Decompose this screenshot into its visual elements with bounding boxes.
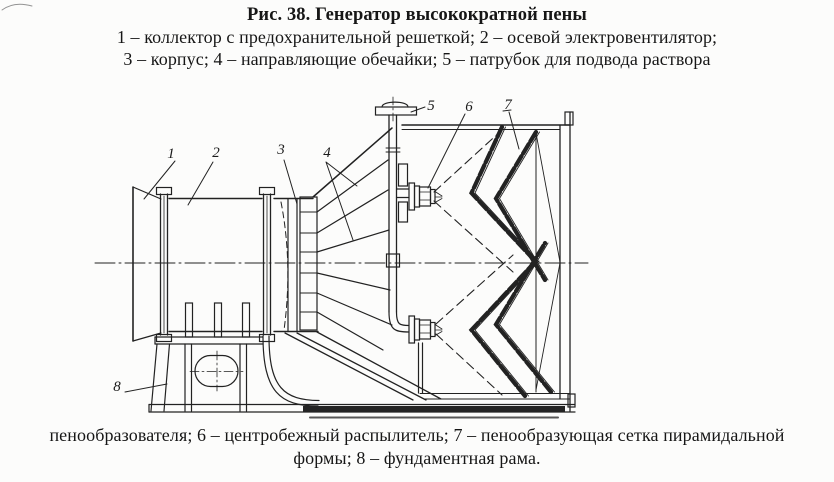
- corpus: [273, 197, 319, 333]
- guide-shells: [299, 159, 393, 351]
- figure-label-3: 3: [276, 142, 285, 158]
- inlet-flange: [155, 186, 173, 343]
- figure-label-5: 5: [427, 98, 435, 114]
- figure-label-4: 4: [323, 145, 331, 161]
- sprayer-upper: [395, 182, 443, 211]
- scan-artifact: [1, 3, 33, 11]
- solution-pipe: [374, 96, 424, 394]
- pipe-bracket-upper: [397, 163, 409, 187]
- sprayer-lower: [408, 315, 443, 344]
- frame-base-heavy-line: [303, 406, 565, 412]
- figure-caption-bottom: пенообразователя; 6 – центробежный распы…: [0, 424, 834, 469]
- figure-title: Рис. 38. Генератор высокократной пены: [247, 5, 587, 25]
- collector-bell: [132, 186, 162, 342]
- caption-bottom-line1: пенообразователя; 6 – центробежный распы…: [49, 425, 785, 445]
- caption-bottom-line2: формы; 8 – фундаментная рама.: [293, 447, 541, 468]
- label-leader-lines: [124, 106, 520, 393]
- frame-post-right: [239, 343, 248, 412]
- pipe-coupling: [385, 253, 401, 268]
- figure-label-7: 7: [504, 97, 513, 113]
- figure-label-1: 1: [167, 146, 175, 162]
- hidden-impeller-line: [280, 201, 289, 331]
- figure-label-8: 8: [113, 379, 121, 395]
- nozzle-support-post: [417, 342, 424, 394]
- caption-top-line2: 3 – корпус; 4 – направляющие обечайки; 5…: [123, 49, 711, 69]
- foam-net-lower: [468, 240, 555, 399]
- pipe-bracket-lower: [397, 201, 409, 223]
- outlet-flange: [258, 186, 276, 343]
- frame-leg-left: [150, 343, 171, 412]
- spray-cone-lines: [433, 129, 514, 396]
- foam-net-upper: [469, 124, 549, 283]
- foam-net-frame: [535, 130, 561, 393]
- pipe-elbow: [388, 311, 410, 333]
- frame-arc-gusset: [262, 335, 319, 407]
- fan-casing: [168, 197, 263, 333]
- figure-label-2: 2: [212, 145, 220, 161]
- housing-top-tab: [564, 111, 574, 126]
- frame-handhole: [194, 354, 239, 388]
- caption-top-line1: 1 – коллектор с предохранительной решетк…: [116, 27, 718, 47]
- figure-label-6: 6: [465, 99, 473, 115]
- figure-caption-top: Рис. 38. Генератор высокократной пены 1 …: [0, 3, 834, 70]
- housing: [284, 111, 574, 412]
- frame-post-middle: [184, 343, 193, 412]
- foundation-frame: [148, 302, 576, 419]
